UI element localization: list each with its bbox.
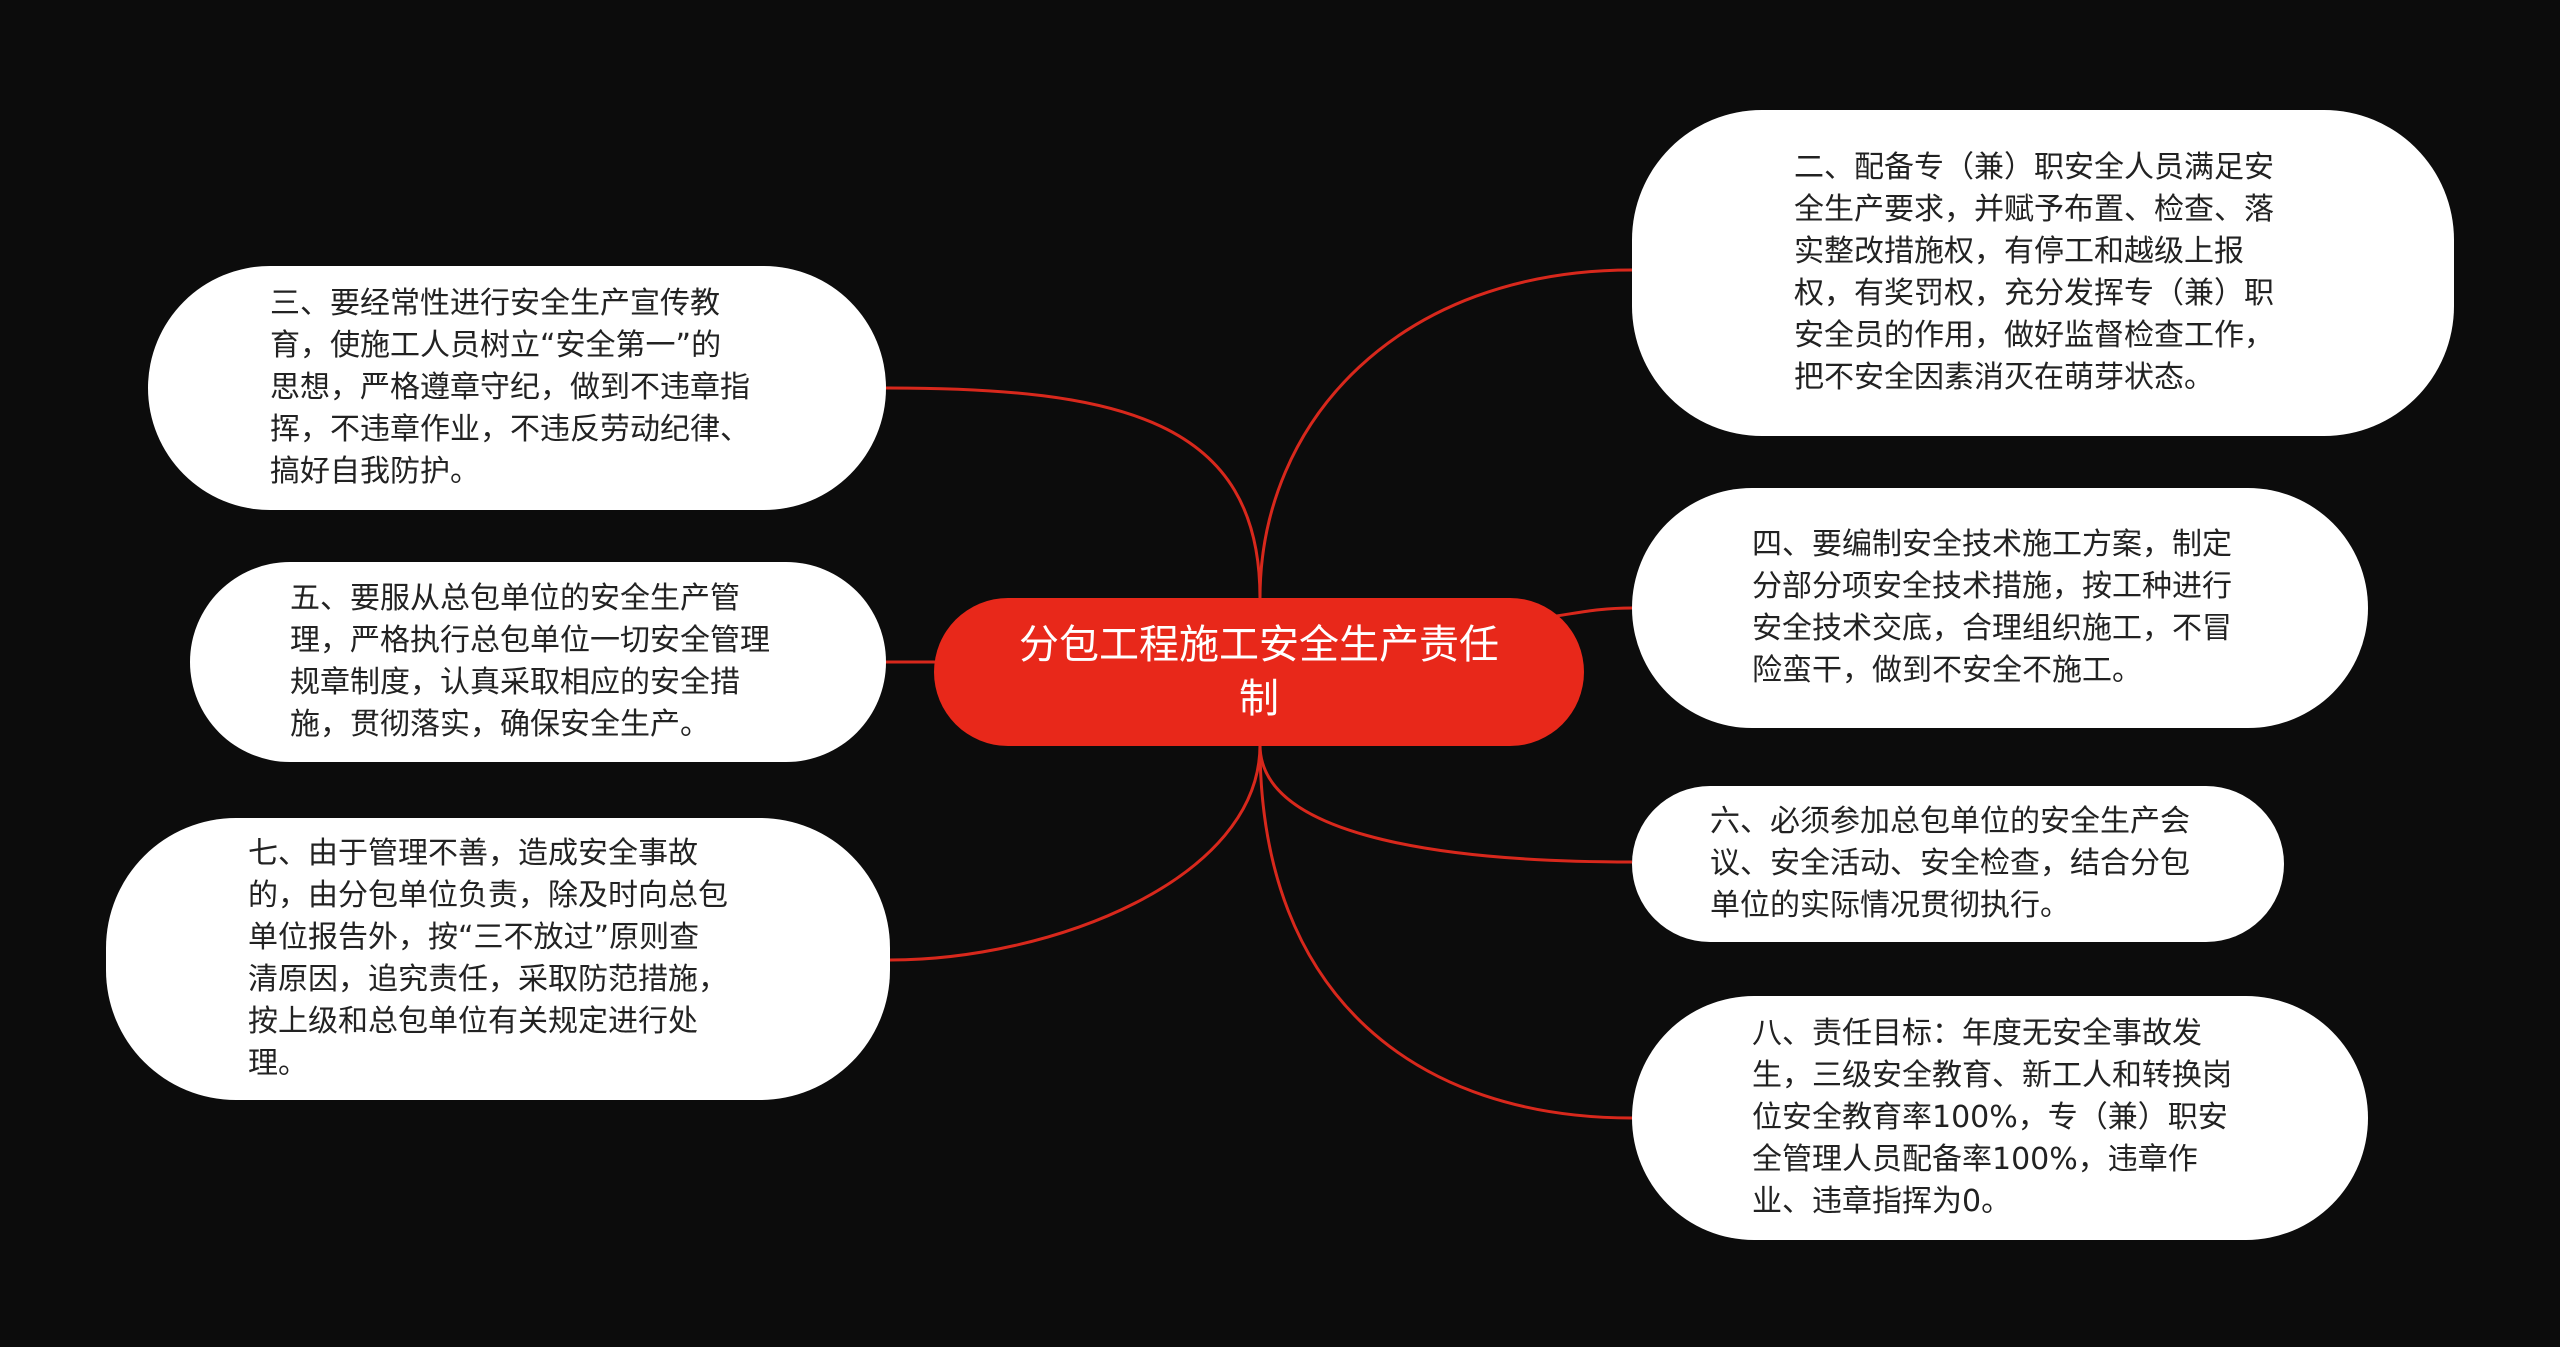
node-text: 三、要经常性进行安全生产宣传教育，使施工人员树立“安全第一”的思想，严格遵章守纪…: [270, 286, 750, 489]
connector-n5: [889, 744, 1262, 962]
node-responsibility-7[interactable]: 七、由于管理不善，造成安全事故的，由分包单位负责，除及时向总包单位报告外，按“三…: [106, 818, 890, 1100]
node-text: 五、要服从总包单位的安全生产管理，严格执行总包单位一切安全管理规章制度，认真采取…: [290, 581, 770, 742]
node-text: 六、必须参加总包单位的安全生产会议、安全活动、安全检查，结合分包单位的实际情况贯…: [1710, 804, 2190, 923]
node-responsibility-6[interactable]: 六、必须参加总包单位的安全生产会议、安全活动、安全检查，结合分包单位的实际情况贯…: [1632, 786, 2284, 942]
central-topic-label: 分包工程施工安全生产责任制: [1019, 622, 1499, 722]
node-text: 八、责任目标：年度无安全事故发生，三级安全教育、新工人和转换岗位安全教育率100…: [1752, 1016, 2232, 1219]
connector-n2: [1258, 268, 1633, 599]
connector-n8: [1258, 744, 1633, 1120]
connector-n6: [1258, 744, 1633, 864]
node-text: 七、由于管理不善，造成安全事故的，由分包单位负责，除及时向总包单位报告外，按“三…: [248, 836, 728, 1081]
node-text: 四、要编制安全技术施工方案，制定分部分项安全技术措施，按工种进行安全技术交底，合…: [1752, 527, 2232, 688]
node-text: 二、配备专（兼）职安全人员满足安全生产要求，并赋予布置、检查、落实整改措施权，有…: [1794, 150, 2274, 395]
central-topic[interactable]: 分包工程施工安全生产责任制: [934, 598, 1584, 746]
node-responsibility-5[interactable]: 五、要服从总包单位的安全生产管理，严格执行总包单位一切安全管理规章制度，认真采取…: [190, 562, 886, 762]
node-responsibility-4[interactable]: 四、要编制安全技术施工方案，制定分部分项安全技术措施，按工种进行安全技术交底，合…: [1632, 488, 2368, 728]
node-responsibility-2[interactable]: 二、配备专（兼）职安全人员满足安全生产要求，并赋予布置、检查、落实整改措施权，有…: [1632, 110, 2454, 436]
connector-n3: [885, 386, 1262, 599]
node-responsibility-8[interactable]: 八、责任目标：年度无安全事故发生，三级安全教育、新工人和转换岗位安全教育率100…: [1632, 996, 2368, 1240]
node-responsibility-3[interactable]: 三、要经常性进行安全生产宣传教育，使施工人员树立“安全第一”的思想，严格遵章守纪…: [148, 266, 886, 510]
